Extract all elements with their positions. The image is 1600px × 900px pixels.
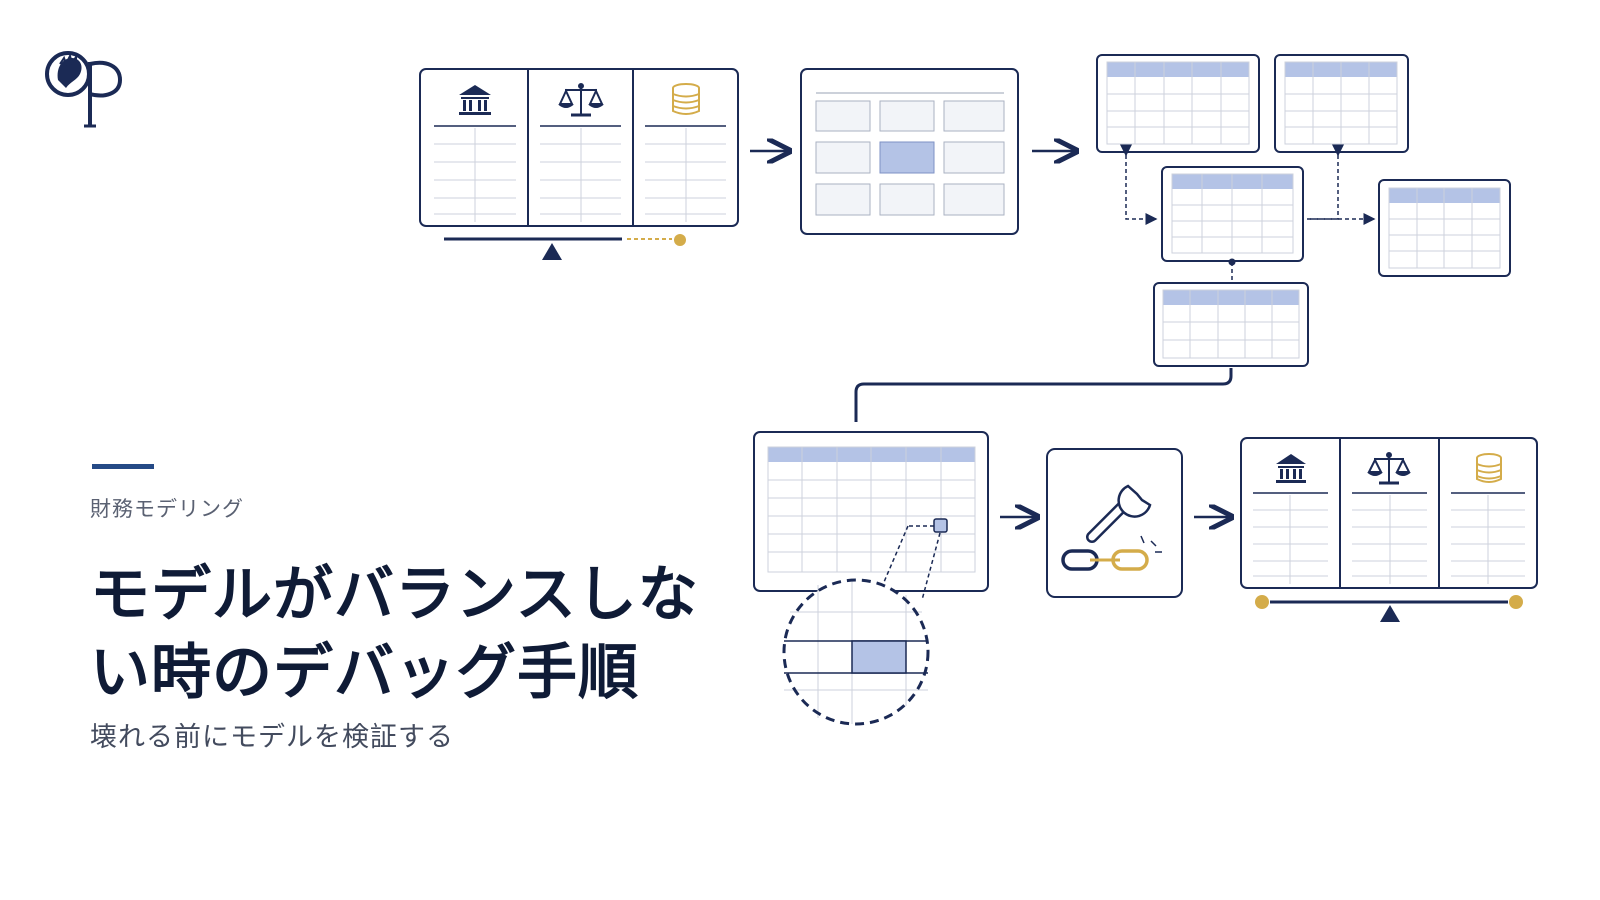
three-statements-balanced	[1240, 437, 1538, 622]
scales-icon	[1367, 452, 1411, 485]
linked-sheets-cluster	[1096, 54, 1511, 367]
magnifier-circle-icon	[782, 578, 930, 726]
spreadsheet-zoom-panel	[753, 431, 989, 726]
broken-chain-icon	[1061, 535, 1162, 571]
cell-grid-panel	[800, 68, 1019, 235]
coins-icon	[1476, 453, 1502, 483]
scales-icon	[558, 83, 604, 117]
accent-line	[92, 464, 154, 469]
lion-op-monogram-icon	[45, 51, 123, 128]
flow-connector	[854, 368, 1233, 422]
bank-icon	[459, 85, 491, 115]
category-label: 財務モデリング	[90, 497, 244, 521]
page-subtitle: 壊れる前にモデルを検証する	[90, 722, 454, 753]
fix-panel	[1046, 448, 1183, 598]
wrench-icon	[1086, 473, 1158, 543]
bank-icon	[1276, 454, 1306, 483]
page-title: モデルがバランスしない時のデバッグ手順	[90, 560, 699, 708]
three-statements-unbalanced	[419, 68, 739, 260]
coins-icon	[672, 83, 700, 115]
